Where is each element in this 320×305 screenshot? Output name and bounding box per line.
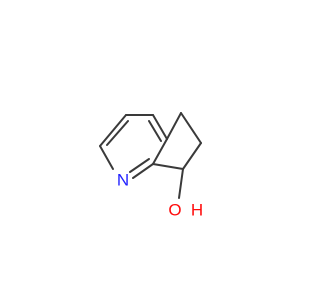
structure-canvas: N O H [99,112,203,220]
nitrogen-atom-label: N [117,171,129,190]
oxygen-atom-label: O [168,201,181,220]
molecule-diagram: N O H [99,112,203,220]
bond-c7-c7a [152,163,184,170]
hydrogen-atom-label: H [191,201,203,220]
bond-n-c2 [99,145,114,170]
bond-c7a-n [132,163,154,179]
bond-c7a-n-inner [129,158,150,173]
bond-c2-c3 [99,114,127,147]
bond-c4a-c7a [152,138,168,165]
bond-c5-c6 [180,112,202,144]
bond-c4-c4a [152,114,168,140]
bond-c7-o [178,168,184,199]
bond-c2-c3-inner [106,120,129,146]
bond-c6-c7 [182,142,202,170]
bond-c4-c4a-inner [148,120,162,142]
bond-c4a-c5 [166,112,182,140]
